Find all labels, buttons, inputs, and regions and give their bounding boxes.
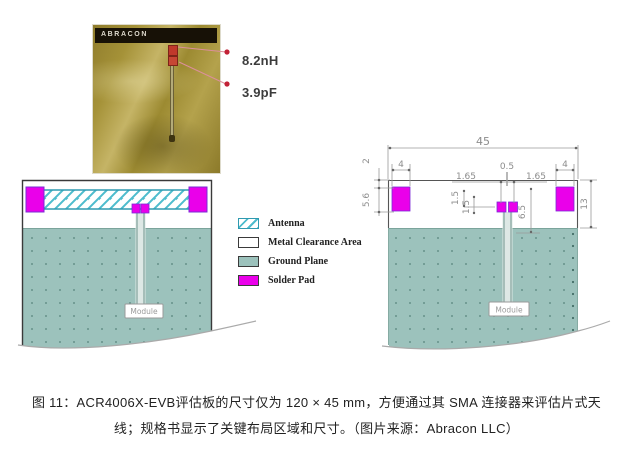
torn-edge-right [381, 320, 611, 350]
dim-board-width: 45 [476, 135, 490, 148]
antenna-swatch-icon [238, 218, 259, 229]
pad-swatch-icon [238, 275, 259, 286]
dimension-lines [374, 145, 597, 234]
legend-label: Solder Pad [268, 275, 315, 286]
dim-pad-width-right: 4 [562, 160, 568, 170]
solder-pad-right-r [555, 186, 575, 212]
capacitor-component [168, 56, 178, 66]
inductor-component [168, 45, 178, 56]
callout-leaders [177, 46, 230, 87]
module-label-left: Module [130, 307, 158, 316]
caption-line-2: 线；规格书显示了关键布局区域和尺寸。（图片来源：Abracon LLC） [113, 421, 520, 436]
solder-pad-right-l [391, 186, 411, 212]
module-label-right: Module [495, 306, 523, 315]
module-box-right [488, 301, 530, 317]
left-layout-diagram: Module [17, 179, 258, 364]
module-box-left [124, 303, 164, 319]
legend-item-antenna: Antenna [238, 218, 362, 229]
dim-clearance-right: 1.65 [526, 172, 546, 182]
dim-pad-offset-a: 1.5 [451, 191, 461, 205]
torn-edge-left [17, 320, 257, 349]
callout-label-capacitor: 3.9pF [242, 85, 277, 100]
antenna-feed-trace [170, 45, 174, 141]
feed-pad-left-a [131, 203, 141, 214]
feed-pad-left-b [140, 203, 150, 214]
dimension-ticks [377, 146, 593, 234]
dim-pad-height: 5.6 [362, 193, 372, 208]
legend-label: Metal Clearance Area [268, 237, 362, 248]
dim-pad-width-left: 4 [398, 160, 404, 170]
abracon-brand-text: ABRACON [101, 31, 148, 38]
legend-item-metal-clearance: Metal Clearance Area [238, 237, 362, 248]
dim-clearance-height: 13 [580, 198, 590, 209]
legend-label: Antenna [268, 218, 305, 229]
legend-item-solder-pad: Solder Pad [238, 275, 362, 286]
feed-pad-right-b [508, 201, 518, 213]
caption-line-1: 图 11：ACR4006X-EVB评估板的尺寸仅为 120 × 45 mm，方便… [31, 395, 602, 410]
callout-label-inductor: 8.2nH [242, 53, 279, 68]
ground-swatch-icon [238, 256, 259, 267]
dim-feed-gap: 0.5 [500, 162, 514, 172]
abracon-label-bar: ABRACON [95, 28, 217, 43]
board-outline-left [21, 179, 213, 346]
dim-pad-offset-b: 1.5 [462, 200, 472, 214]
feed-pad-right-a [496, 201, 507, 213]
callout-dot-capacitor [224, 81, 230, 87]
antenna-area-left [28, 189, 205, 210]
legend-label: Ground Plane [268, 256, 329, 267]
figure-caption: 图 11：ACR4006X-EVB评估板的尺寸仅为 120 × 45 mm，方便… [0, 390, 633, 442]
board-outline-right [387, 179, 579, 228]
legend-item-ground-plane: Ground Plane [238, 256, 362, 267]
trace-end-pad [169, 135, 175, 142]
dim-feed-length: 6.5 [518, 205, 528, 219]
right-dimension-diagram: Module [362, 135, 612, 366]
clearance-swatch-icon [238, 237, 259, 248]
callout-dot-inductor [224, 49, 230, 55]
solder-pad-left-l [25, 186, 45, 213]
dim-edge-to-pad: 2 [362, 158, 372, 164]
edge-vias-right [571, 232, 575, 332]
dim-clearance-left: 1.65 [456, 172, 476, 182]
legend: Antenna Metal Clearance Area Ground Plan… [238, 218, 362, 286]
solder-pad-left-r [188, 186, 208, 213]
